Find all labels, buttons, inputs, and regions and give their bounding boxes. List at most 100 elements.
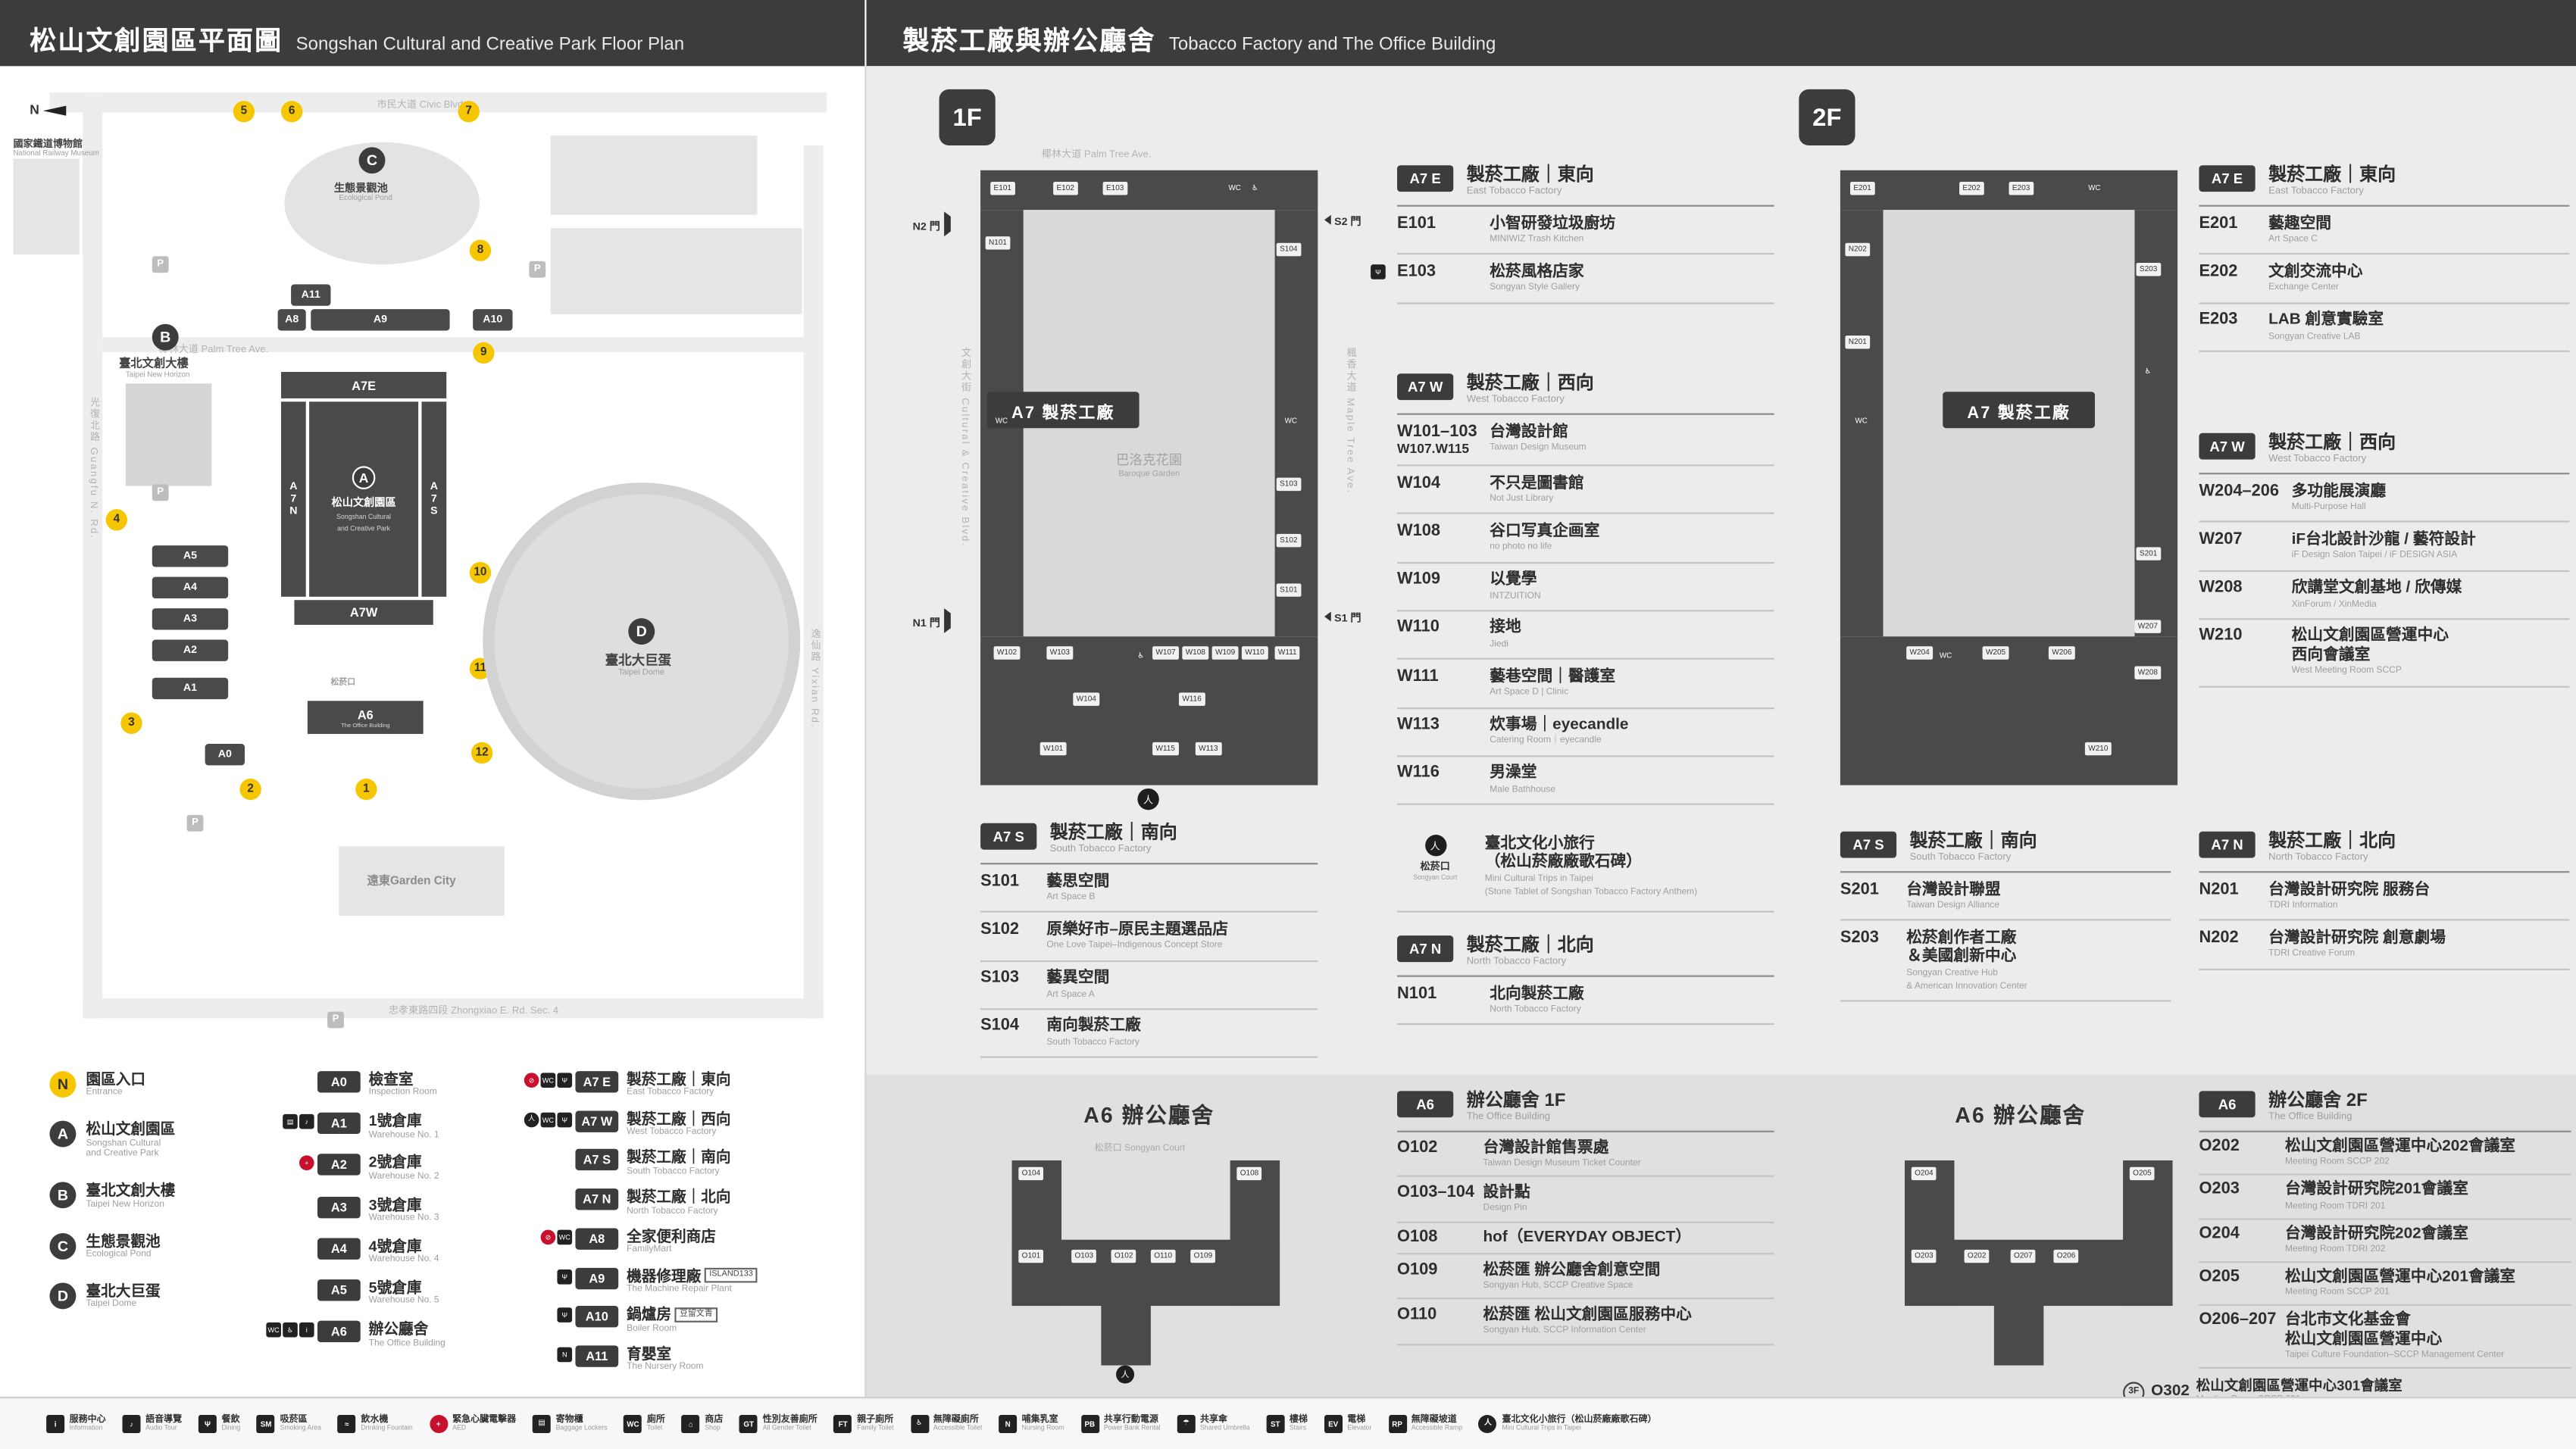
building-code-badge: A7 S bbox=[575, 1149, 619, 1172]
court-line2: （松山菸廠廠歌石碑） bbox=[1484, 853, 1643, 872]
legend-extra: ISLAND133 bbox=[704, 1268, 758, 1283]
room-code: W109 bbox=[1397, 570, 1441, 589]
room-code: W208 bbox=[2199, 579, 2243, 598]
room-label: O207 bbox=[2010, 1249, 2036, 1263]
elevator-icon: EV bbox=[1324, 1415, 1343, 1434]
court-en1: Mini Cultural Trips in Taipei bbox=[1484, 873, 1593, 885]
building-code-badge: A6 bbox=[317, 1321, 361, 1343]
smoking-area-icon: SM bbox=[257, 1415, 276, 1434]
amenity-label-zh: 寄物櫃 bbox=[555, 1414, 583, 1425]
room-label: O108 bbox=[1236, 1166, 1262, 1180]
room-name-en: TDRI Creative Forum bbox=[2268, 949, 2356, 960]
street-label-yixian: 逸仙路 Yixian Rd. bbox=[808, 628, 819, 729]
amenity-label-zh: 性別友善廁所 bbox=[762, 1414, 818, 1425]
legend-row: + A2 2號倉庫 Warehouse No. 2 bbox=[274, 1154, 526, 1183]
legend-en: Taipei New Horizon bbox=[86, 1199, 164, 1210]
room-code: O302 bbox=[2151, 1381, 2190, 1400]
north-arrow-icon bbox=[42, 105, 66, 115]
room-name-zh: 以覺學 bbox=[1490, 570, 1537, 589]
room-label: W205 bbox=[1982, 646, 2009, 659]
toilet-icon: WC bbox=[540, 1112, 556, 1127]
amenity-icon: WC bbox=[1855, 416, 1868, 425]
room-name-en: Jiedi bbox=[1490, 639, 1508, 650]
legend-zh: 製菸工廠｜東向 bbox=[627, 1071, 731, 1088]
room-label: W102 bbox=[993, 646, 1021, 659]
room-code: E203 bbox=[2199, 311, 2238, 329]
legend-entrance-row: N 園區入口 Entrance bbox=[49, 1071, 297, 1100]
room-name-en: North Tobacco Factory bbox=[1490, 1004, 1581, 1015]
legend-place-row: D 臺北大巨蛋 Taipei Dome bbox=[49, 1282, 297, 1311]
place-badge: C bbox=[49, 1232, 77, 1259]
power-bank-icon: PB bbox=[1080, 1415, 1099, 1434]
accessible-toilet-icon: ♿ bbox=[910, 1415, 929, 1434]
room-name-en: Meeting Room TDRI 202 bbox=[2284, 1244, 2386, 1255]
building-code-badge: A5 bbox=[317, 1279, 361, 1301]
songyan-court-block: 人 松菸口 Songyan Court 臺北文化小旅行 （松山菸廠廠歌石碑） M… bbox=[1397, 823, 1774, 912]
amenity-label-zh: 廁所 bbox=[646, 1414, 665, 1425]
legend-place-row: B 臺北文創大樓 Taipei New Horizon bbox=[49, 1182, 297, 1211]
room-label: N201 bbox=[1845, 336, 1871, 348]
no-smoking-icon: ⊘ bbox=[524, 1073, 539, 1088]
room-name-en: Not Just Library bbox=[1490, 494, 1554, 504]
amenity-label-zh: 親子廁所 bbox=[857, 1414, 894, 1425]
amenity-label-en: Family Toilet bbox=[857, 1423, 894, 1432]
baroque-garden-label: 巴洛克花園 Baroque Garden bbox=[1116, 452, 1183, 479]
section-title-zh: 辦公廳舍 1F bbox=[1466, 1091, 1566, 1111]
office-1f-title: A6 辦公廳舍 bbox=[1083, 1102, 1215, 1128]
legend-row-icons: ⊘WC bbox=[533, 1229, 576, 1244]
legend-row: WC♿i A6 辦公廳舍 The Office Building bbox=[266, 1321, 526, 1350]
parking-icon: P bbox=[529, 261, 546, 278]
room-label: E101 bbox=[990, 182, 1015, 195]
room-name-zh: 台灣設計研究院 服務台 bbox=[2268, 880, 2431, 899]
entrance-number: 12 bbox=[470, 742, 493, 764]
place-badge: D bbox=[49, 1282, 77, 1309]
legend-row: Ψ A10 鍋爐房豆留文青 Boiler Room bbox=[533, 1306, 863, 1335]
room-label: O101 bbox=[1018, 1249, 1044, 1263]
legend-zh: 機器修理廠 bbox=[627, 1266, 702, 1284]
legend-zh: 檢查室 bbox=[368, 1071, 414, 1088]
room-name-en: MINIWIZ Trash Kitchen bbox=[1490, 234, 1584, 245]
room-label: W204 bbox=[1906, 646, 1934, 659]
map-building-block bbox=[550, 228, 802, 314]
room-code: S203 bbox=[1840, 929, 1879, 948]
park-label-en2: and Creative Park bbox=[337, 523, 391, 532]
room-name-zh: 台灣設計聯盟 bbox=[1906, 880, 2001, 899]
amenity-label-en: Accessible Toilet bbox=[933, 1423, 983, 1432]
room-code: W108 bbox=[1397, 522, 1441, 541]
amenity-icon: ♿ bbox=[1252, 183, 1258, 192]
stairs-icon: ST bbox=[1266, 1415, 1285, 1434]
restaurant-icon: Ψ bbox=[1371, 264, 1386, 280]
room-name-en: Art Space A bbox=[1046, 989, 1095, 1000]
room-name-en: Taipei Culture Foundation–SCCP Managemen… bbox=[2284, 1350, 2505, 1360]
accessible-icon: ♿ bbox=[283, 1323, 298, 1338]
entrance-number: 10 bbox=[469, 561, 492, 584]
amenity-label-zh: 無障礙廁所 bbox=[933, 1414, 979, 1425]
section-title-en: West Tobacco Factory bbox=[2268, 454, 2367, 465]
amenity-label-en: Toilet bbox=[646, 1423, 663, 1432]
marker-a: A bbox=[352, 466, 376, 489]
legend-zh: 生態景觀池 bbox=[86, 1232, 161, 1249]
room-code: N202 bbox=[2199, 929, 2239, 948]
room-code: O204 bbox=[2199, 1224, 2240, 1243]
amenity-label-en: Information bbox=[69, 1423, 103, 1432]
room-name-zh2: 西向會議室 bbox=[2291, 645, 2371, 664]
map-building-chip: A11 bbox=[291, 284, 331, 306]
section-title-zh: 辦公廳舍 2F bbox=[2268, 1091, 2368, 1111]
legend-en: Taipei Dome bbox=[86, 1299, 137, 1310]
room-label: W116 bbox=[1178, 692, 1205, 705]
plan-a7-label: A7 製菸工廠 bbox=[1943, 392, 2095, 429]
room-name-zh: 藝思空間 bbox=[1046, 872, 1110, 891]
legend-zh: 臺北文創大樓 bbox=[86, 1182, 176, 1199]
room-label: O110 bbox=[1150, 1249, 1176, 1263]
amenity-label-zh: 電梯 bbox=[1347, 1414, 1366, 1425]
